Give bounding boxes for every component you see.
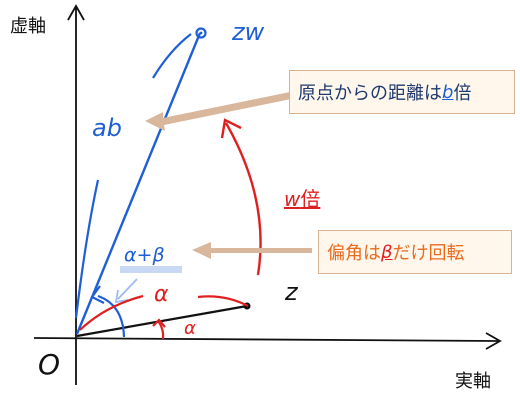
callout-distance-emph: b <box>442 81 454 103</box>
callout-distance-arrow <box>145 92 291 131</box>
rotation-arrowhead <box>220 118 242 139</box>
point-zw-center <box>199 31 203 35</box>
red-curve-to-z <box>197 295 249 307</box>
point-zw-label: zw <box>232 18 265 46</box>
angle-arc-alpha-beta-arrowhead <box>90 285 105 304</box>
angle-arc-alpha <box>158 321 165 340</box>
callout-distance-suffix: 倍 <box>453 83 472 104</box>
alpha-beta-pointer-arrowhead <box>114 289 129 304</box>
point-zw <box>195 27 207 39</box>
real-axis <box>33 337 499 342</box>
point-z-label: z <box>285 278 298 306</box>
callout-distance-prefix: 原点からの距離は <box>298 83 442 104</box>
rotation-arrow <box>224 122 262 276</box>
callout-angle-arrow <box>192 242 312 259</box>
vector-zw <box>75 32 202 335</box>
length-mark-upper <box>152 33 192 79</box>
w-times-suffix: 倍 <box>300 187 321 211</box>
w-times-label: w倍 <box>284 183 320 212</box>
imaginary-axis-label: 虚軸 <box>10 16 46 37</box>
angle-arc-alpha-arrowhead <box>152 318 166 328</box>
alpha-beta-pointer <box>117 278 138 300</box>
ab-label: ab <box>92 114 122 142</box>
callout-angle-prefix: 偏角は <box>327 243 381 264</box>
length-mark-lower <box>74 179 100 319</box>
real-axis-label: 実軸 <box>455 371 491 392</box>
alpha-beta-highlight <box>120 266 182 273</box>
imaginary-axis-arrowhead <box>67 4 85 21</box>
real-axis-arrowhead <box>485 332 502 350</box>
red-curve-alpha <box>79 294 144 331</box>
angle-arc-alpha-beta <box>97 294 126 338</box>
alpha-label-small: α <box>184 318 196 339</box>
alpha-label-red: α <box>154 282 169 307</box>
callout-angle-suffix: だけ回転 <box>392 243 465 264</box>
alpha-plus-beta-label: α+β <box>124 244 165 266</box>
callout-angle-emph: β <box>381 241 393 263</box>
vector-z <box>76 304 248 338</box>
origin-label: O <box>38 348 61 381</box>
w-times-prefix: w <box>284 187 301 211</box>
